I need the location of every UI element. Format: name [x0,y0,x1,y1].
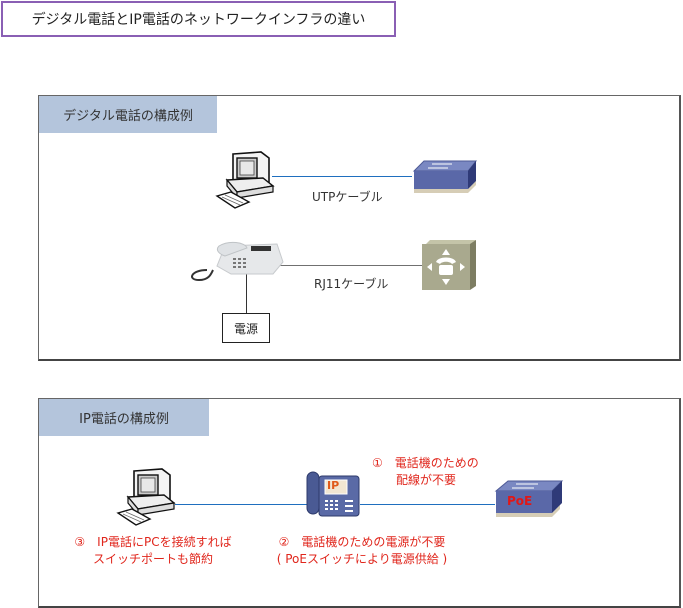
note-save-ports-line-2: スイッチポートも節約 [92,552,213,566]
power-supply-box: 電源 [222,313,270,343]
ip-phone-badge: IP [327,479,340,492]
digital-phone-panel: デジタル電話の構成例 [38,95,681,361]
digital-panel-heading-text: デジタル電話の構成例 [63,109,193,124]
utp-cable-line [272,176,412,177]
power-supply-label: 電源 [233,321,258,336]
desktop-computer-icon [215,151,275,209]
note-save-ports-line-1: ③ IP電話にPCを接続すれば [74,535,232,549]
power-cable-line [246,272,247,313]
note-save-ports: ③ IP電話にPCを接続すれば スイッチポートも節約 [58,534,248,568]
note-no-power: ② 電話機のための電源が不要 ( PoEスイッチにより電源供給 ) [262,534,462,568]
note-no-wiring-line-2: 配線が不要 [372,473,457,487]
rj11-cable-line [270,265,422,266]
digital-panel-heading: デジタル電話の構成例 [39,96,217,133]
network-switch-icon [412,160,478,193]
desktop-computer-icon [116,468,176,526]
ip-panel-heading: IP電話の構成例 [39,399,209,436]
note-no-power-line-1: ② 電話機のための電源が不要 [278,535,446,549]
note-no-power-line-2: ( PoEスイッチにより電源供給 ) [276,552,448,566]
rj11-cable-label: RJ11ケーブル [314,277,389,291]
poe-switch-badge: PoE [507,494,533,508]
pbx-phone-system-icon [422,240,476,290]
pc-to-ip-phone-line [175,504,310,505]
utp-cable-label: UTPケーブル [312,190,383,204]
ip-phone-icon: IP [305,470,361,518]
diagram-title: デジタル電話とIP電話のネットワークインフラの違い [1,1,396,37]
note-no-wiring: ① 電話機のための 配線が不要 [372,455,479,489]
note-no-wiring-line-1: ① 電話機のための [372,456,479,470]
diagram-title-text: デジタル電話とIP電話のネットワークインフラの違い [31,12,366,28]
ip-panel-heading-text: IP電話の構成例 [79,412,169,427]
ip-phone-to-poe-switch-line [360,504,495,505]
poe-switch-icon: PoE [492,477,564,519]
desk-phone-icon [191,241,284,282]
